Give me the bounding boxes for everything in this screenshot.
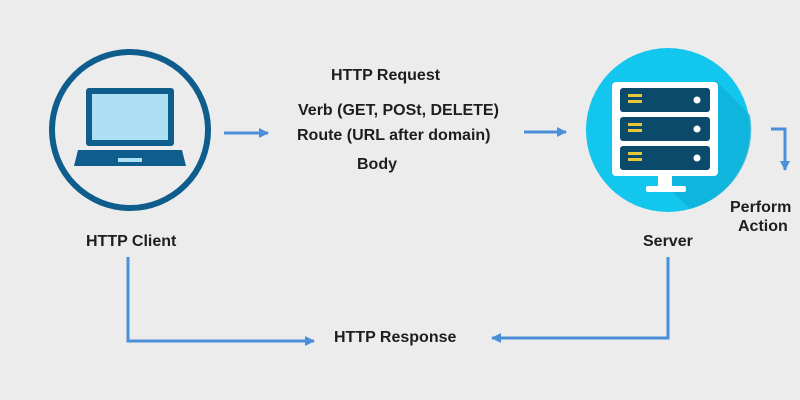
client-laptop-icon — [49, 49, 211, 211]
laptop-screen — [92, 94, 168, 140]
server-stand-neck — [658, 176, 672, 188]
perform-action-arrow — [771, 127, 790, 171]
perform-action-label-line1: Perform — [730, 199, 792, 216]
server-unit-3 — [620, 146, 710, 170]
response-label: HTTP Response — [334, 329, 457, 346]
laptop-trackpad — [118, 158, 142, 162]
request-title: HTTP Request — [331, 67, 441, 84]
request-body-line: Body — [357, 156, 397, 173]
server-unit-2 — [620, 117, 710, 141]
server-stand-base — [646, 186, 686, 192]
server-response-line — [491, 257, 670, 343]
client-label: HTTP Client — [86, 233, 177, 250]
server-icon — [586, 48, 752, 212]
request-route-line: Route (URL after domain) — [297, 127, 491, 144]
request-verb-line: Verb (GET, POSt, DELETE) — [298, 102, 499, 119]
server-label: Server — [643, 233, 693, 250]
server-unit-1 — [620, 88, 710, 112]
client-response-line — [126, 257, 315, 346]
perform-action-label-line2: Action — [738, 218, 788, 235]
